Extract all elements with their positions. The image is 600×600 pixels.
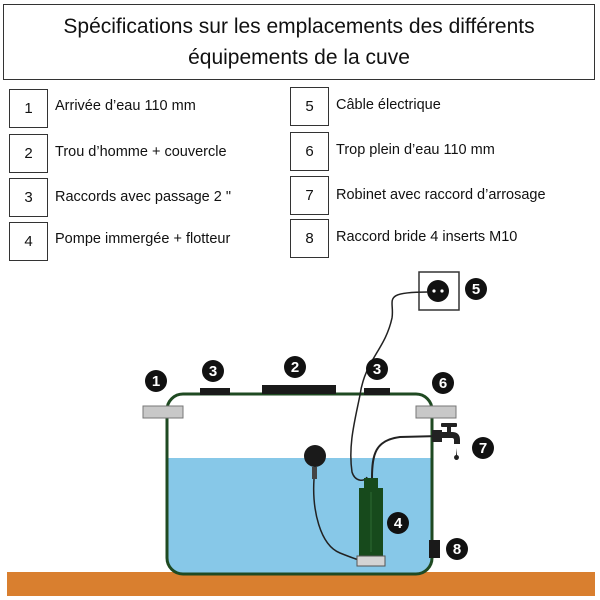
spec-number-8: 8 [290,219,329,258]
spec-label-4: Pompe immergée + flotteur [55,231,231,247]
pump-base [356,555,386,567]
ground-slab [7,572,595,596]
svg-text:2: 2 [291,359,299,376]
spec-label-2: Trou d’homme + couvercle [55,144,227,160]
spec-label-1: Arrivée d’eau 110 mm [55,98,196,114]
float-ball [304,445,326,467]
title-box: Spécifications sur les emplacements des … [3,4,595,80]
svg-text:1: 1 [152,373,160,390]
spec-label-7: Robinet avec raccord d’arrosage [336,187,546,203]
spec-number-3: 3 [9,178,48,217]
spec-number-4: 4 [9,222,48,261]
overflow-pipe [415,405,457,419]
svg-text:3: 3 [373,361,381,378]
inlet-pipe [142,405,184,419]
spec-label-5: Câble électrique [336,97,441,113]
svg-text:8: 8 [453,541,461,558]
svg-text:7: 7 [479,440,487,457]
fitting-right [364,388,390,395]
float-cord [312,478,361,561]
callout-2: 2 [284,356,306,378]
callout-1: 1 [145,370,167,392]
spec-number-7: 7 [290,176,329,215]
manhole-cover [262,385,336,394]
svg-text:4: 4 [394,515,403,532]
fitting-left [200,388,230,395]
callout-7: 7 [472,437,494,459]
callout-3-left: 3 [202,360,224,382]
page-title: Spécifications sur les emplacements des … [63,15,535,69]
callout-8: 8 [446,538,468,560]
spec-number-5: 5 [290,87,329,126]
spec-label-8: Raccord bride 4 inserts M10 [336,229,518,245]
callout-6: 6 [432,372,454,394]
svg-text:5: 5 [472,281,480,298]
svg-text:6: 6 [439,375,447,392]
power-outlet-icon [427,280,449,302]
callout-5: 5 [465,278,487,300]
tap-icon [432,423,460,460]
spec-label-3: Raccords avec passage 2 " [55,189,232,205]
callout-3-right: 3 [366,358,388,380]
discharge-hose [371,435,441,479]
spec-number-1: 1 [9,89,48,128]
spec-label-6: Trop plein d’eau 110 mm [336,142,495,158]
electric-cable [350,291,429,482]
flange-connector [429,540,440,558]
callout-4: 4 [387,512,409,534]
tank-water [167,458,432,574]
spec-number-6: 6 [290,132,329,171]
spec-number-2: 2 [9,134,48,173]
svg-text:3: 3 [209,363,217,380]
